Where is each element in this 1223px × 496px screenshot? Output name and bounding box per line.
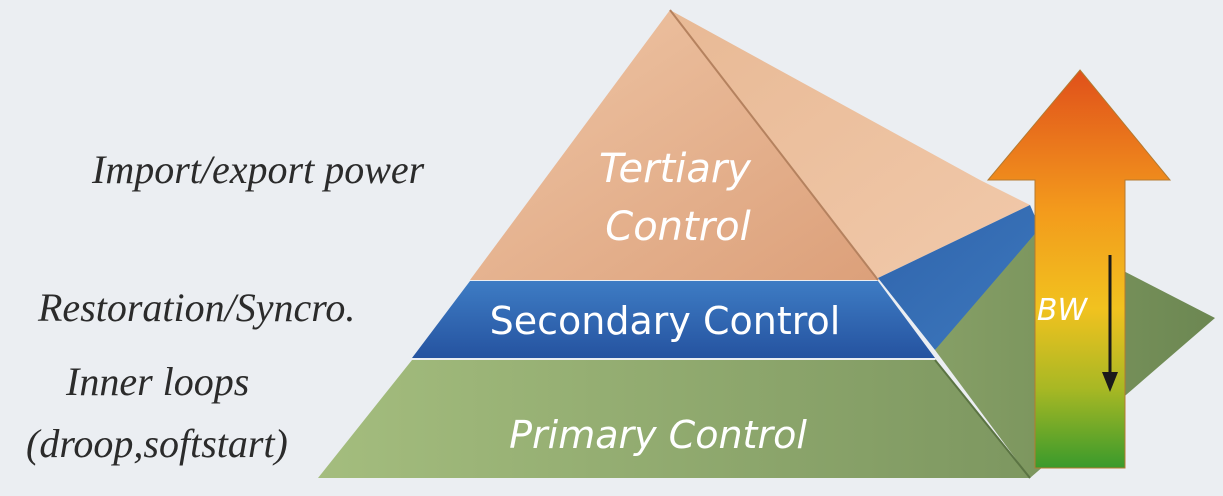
- bandwidth-arrow: [986, 69, 1172, 469]
- inner-loops-detail-label: (droop,softstart): [26, 421, 288, 466]
- bandwidth-down-arrow-head: [1102, 372, 1118, 392]
- primary-label: Primary Control: [509, 413, 807, 457]
- secondary-front-face: [412, 281, 935, 358]
- primary-edge: [934, 359, 1031, 479]
- pyramid-ridge: [669, 9, 879, 281]
- secondary-label: Secondary Control: [490, 299, 841, 343]
- tertiary-label-line1: Tertiary: [599, 146, 752, 192]
- primary-front-face: [318, 360, 1030, 478]
- import-export-label: Import/export power: [92, 147, 425, 192]
- inner-loops-label: Inner loops: [66, 359, 250, 404]
- tertiary-side-face: [670, 10, 1030, 278]
- tertiary-front-face: [470, 10, 878, 280]
- tertiary-label-line2: Control: [605, 204, 750, 250]
- bandwidth-label: BW: [1037, 293, 1089, 328]
- restoration-label: Restoration/Syncro.: [38, 285, 356, 330]
- secondary-side-face: [878, 205, 1040, 350]
